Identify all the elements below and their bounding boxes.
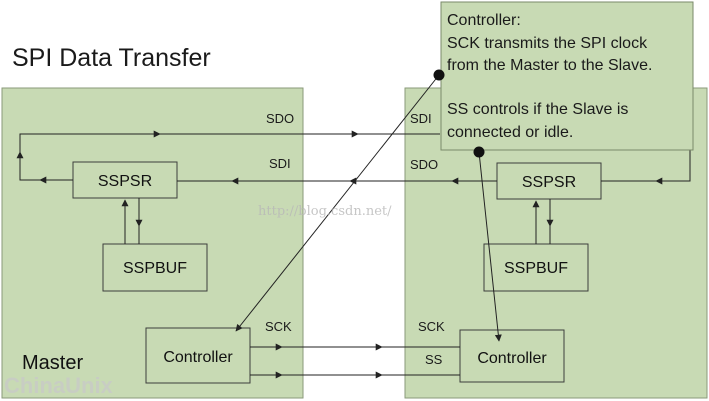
master-controller-label: Controller xyxy=(163,349,233,366)
watermark-brand: ChinaUnix xyxy=(4,373,114,398)
slave-sck-label: SCK xyxy=(418,319,445,334)
watermark-url: http://blog.csdn.net/ xyxy=(258,204,392,219)
sck-ss-wires xyxy=(250,343,460,379)
diagram-title: SPI Data Transfer xyxy=(12,44,211,72)
sdo-to-sdi-return-wire xyxy=(39,150,691,185)
note-line-1: Controller: xyxy=(447,12,521,29)
slave-sspbuf-label: SSPBUF xyxy=(504,260,568,277)
leader-dot-sck xyxy=(433,69,445,81)
note-line-5: SS controls if the Slave is xyxy=(447,101,628,118)
leader-dot-ss xyxy=(473,146,485,158)
slave-controller-box xyxy=(459,329,565,383)
master-sspsr-sspbuf-wires xyxy=(121,198,143,244)
master-sspbuf-box xyxy=(102,243,208,292)
note-line-2: SCK transmits the SPI clock xyxy=(447,35,648,52)
note-line-3: from the Master to the Slave. xyxy=(447,57,652,74)
note-leader-lines xyxy=(235,69,502,342)
master-sdi-label: SDI xyxy=(269,156,291,171)
slave-ss-label: SS xyxy=(425,352,443,367)
slave-sspsr-label: SSPSR xyxy=(522,174,576,191)
controller-note-text: Controller: SCK transmits the SPI clock … xyxy=(447,12,652,141)
master-sspbuf-label: SSPBUF xyxy=(123,260,187,277)
controller-note-box xyxy=(440,1,694,151)
slave-sspsr-sspbuf-wires xyxy=(532,199,554,244)
master-label: Master xyxy=(22,352,83,374)
slave-sspbuf-box xyxy=(483,243,589,292)
master-sck-label: SCK xyxy=(265,319,292,334)
master-sdo-label: SDO xyxy=(266,111,294,126)
slave-controller-label: Controller xyxy=(477,350,547,367)
slave-sdo-label: SDO xyxy=(410,157,438,172)
master-controller-box xyxy=(145,327,251,384)
note-line-6: connected or idle. xyxy=(447,124,573,141)
slave-sdi-label: SDI xyxy=(410,111,432,126)
master-sspsr-box xyxy=(72,161,178,199)
master-sspsr-label: SSPSR xyxy=(98,173,152,190)
